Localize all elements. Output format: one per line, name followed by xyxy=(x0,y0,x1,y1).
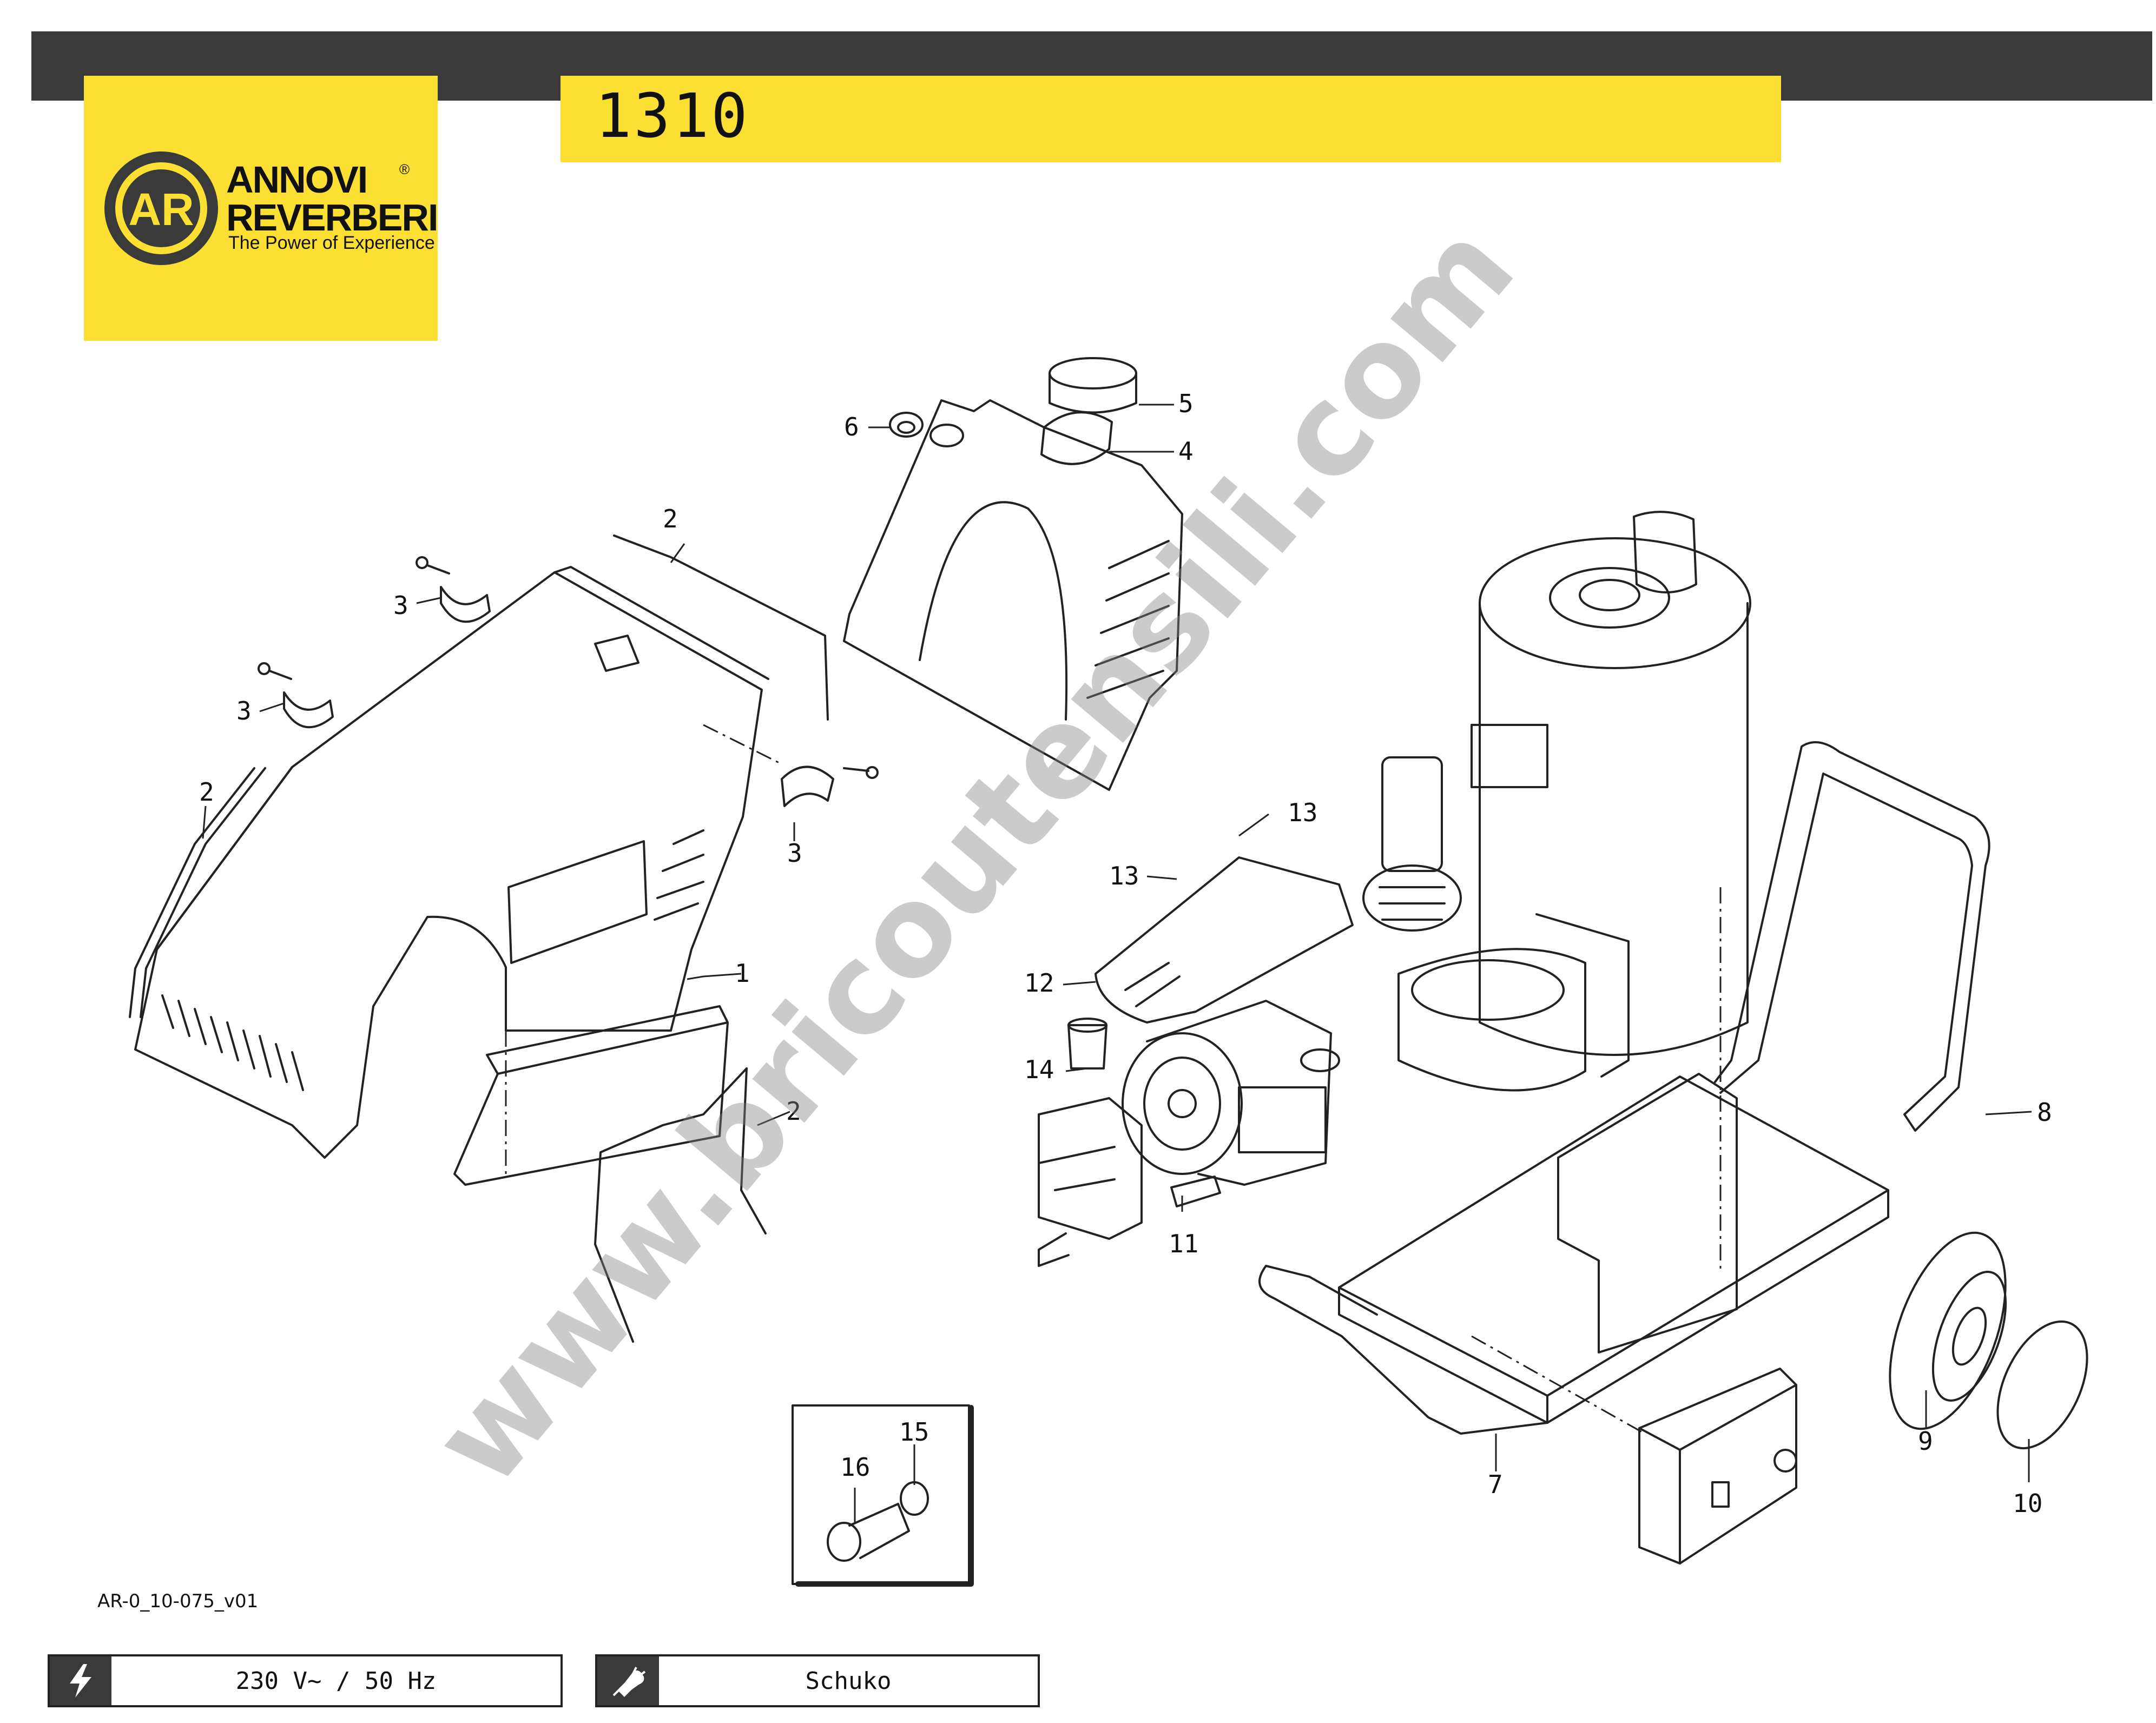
frame-rod-top xyxy=(613,534,829,721)
callout-7: 7 xyxy=(1488,1470,1503,1499)
tank-cap xyxy=(1049,357,1137,414)
callout-5: 5 xyxy=(1178,389,1194,418)
trolley-wheel xyxy=(1889,1231,2007,1430)
voltage-spec: 230 V~ / 50 Hz xyxy=(48,1654,563,1707)
brand-tagline: The Power of Experience xyxy=(228,233,435,253)
logo-mark: AR xyxy=(128,184,194,235)
callout-11: 11 xyxy=(1169,1229,1198,1258)
frame-rod-left xyxy=(140,767,266,1018)
voltage-label: 230 V~ / 50 Hz xyxy=(235,1667,437,1695)
base-bracket xyxy=(453,1005,729,1186)
assembly-guides xyxy=(505,724,1722,1435)
callout-10: 10 xyxy=(2013,1489,2042,1518)
callout-3: 3 xyxy=(787,839,802,868)
oil-cap xyxy=(1067,1018,1107,1070)
wheel-cap xyxy=(1996,1320,2088,1450)
fan-housing xyxy=(1397,913,1630,1092)
water-tank xyxy=(843,399,1183,791)
callout-8: 8 xyxy=(2037,1098,2052,1127)
callout-3: 3 xyxy=(236,696,252,725)
title-banner xyxy=(561,76,1781,162)
callout-labels: 1 2 2 2 3 3 3 4 5 6 7 8 9 10 11 12 13 13… xyxy=(199,389,2052,1518)
tank-bung xyxy=(929,424,964,447)
switch-box xyxy=(1638,1368,1797,1564)
ar-logo-icon: AR xyxy=(104,151,218,265)
pump-head xyxy=(1038,1097,1143,1267)
plug-spec: Schuko xyxy=(595,1654,1040,1707)
control-unit xyxy=(1471,724,1548,788)
registered-mark: ® xyxy=(399,161,410,177)
fittings-inset xyxy=(792,1404,974,1587)
frame-rod-bottom xyxy=(594,1067,767,1343)
callout-9: 9 xyxy=(1918,1427,1933,1456)
trolley-chassis xyxy=(1338,1073,1889,1424)
leader-lines xyxy=(202,404,2032,1523)
callout-14: 14 xyxy=(1024,1055,1054,1084)
clip-bracket-3 xyxy=(781,765,879,807)
motor-cover xyxy=(1095,856,1354,1024)
callout-4: 4 xyxy=(1178,437,1194,466)
lightning-icon xyxy=(50,1656,111,1705)
clip-bracket-1 xyxy=(416,556,491,623)
hood-cover xyxy=(134,566,769,1159)
callout-2: 2 xyxy=(199,777,214,807)
plug-icon xyxy=(597,1656,659,1705)
callout-2: 2 xyxy=(786,1097,801,1126)
electric-motor xyxy=(1122,1000,1340,1186)
model-title: 1310 xyxy=(595,81,750,151)
plug-label: Schuko xyxy=(805,1667,892,1695)
document-id: AR-0_10-075_v01 xyxy=(97,1590,259,1612)
callout-15: 15 xyxy=(899,1417,929,1447)
trolley-handle xyxy=(1258,1265,1548,1435)
callout-3: 3 xyxy=(393,591,408,620)
callout-12: 12 xyxy=(1024,968,1054,998)
mount-bracket xyxy=(1170,1176,1221,1207)
tank-fitting xyxy=(889,412,924,438)
callout-6: 6 xyxy=(844,412,859,441)
brand-name-line1: ANNOVI xyxy=(226,159,368,201)
callout-13: 13 xyxy=(1288,798,1317,827)
callout-13: 13 xyxy=(1109,861,1139,890)
callout-1: 1 xyxy=(735,959,750,988)
frame-rod-left-inner xyxy=(129,767,255,1018)
callout-16: 16 xyxy=(840,1453,870,1482)
push-handle-bar xyxy=(1714,741,1990,1132)
burner-motor xyxy=(1362,756,1462,932)
brand-name-line2: REVERBERI xyxy=(226,196,438,239)
boiler-drum xyxy=(1479,511,1751,1056)
callout-2: 2 xyxy=(663,504,678,533)
clip-bracket-2 xyxy=(258,662,334,729)
